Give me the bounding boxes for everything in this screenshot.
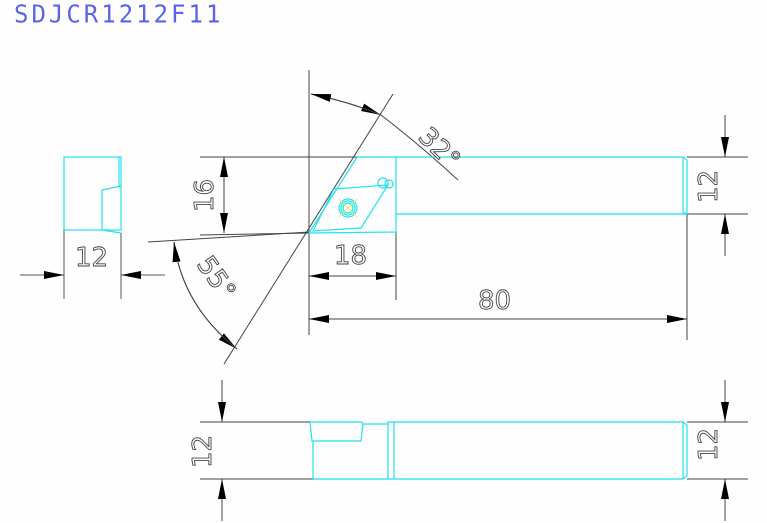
dim-end-width: 12 [75,243,108,273]
dim-side-height-right: 12 [694,428,724,461]
end-view [20,156,165,299]
dim-shank-height-top: 12 [694,170,724,203]
dim-head-height: 16 [190,179,220,212]
dim-overall-length: 80 [478,286,511,316]
dim-approach-angle: 32° [412,122,466,176]
dim-insert-angle: 55° [190,251,241,306]
top-view [147,70,748,365]
dim-insert-offset: 18 [334,241,367,271]
side-view [200,380,748,521]
dim-side-height-left: 12 [188,435,218,468]
drawing-title: SDJCR1212F11 [14,0,224,29]
